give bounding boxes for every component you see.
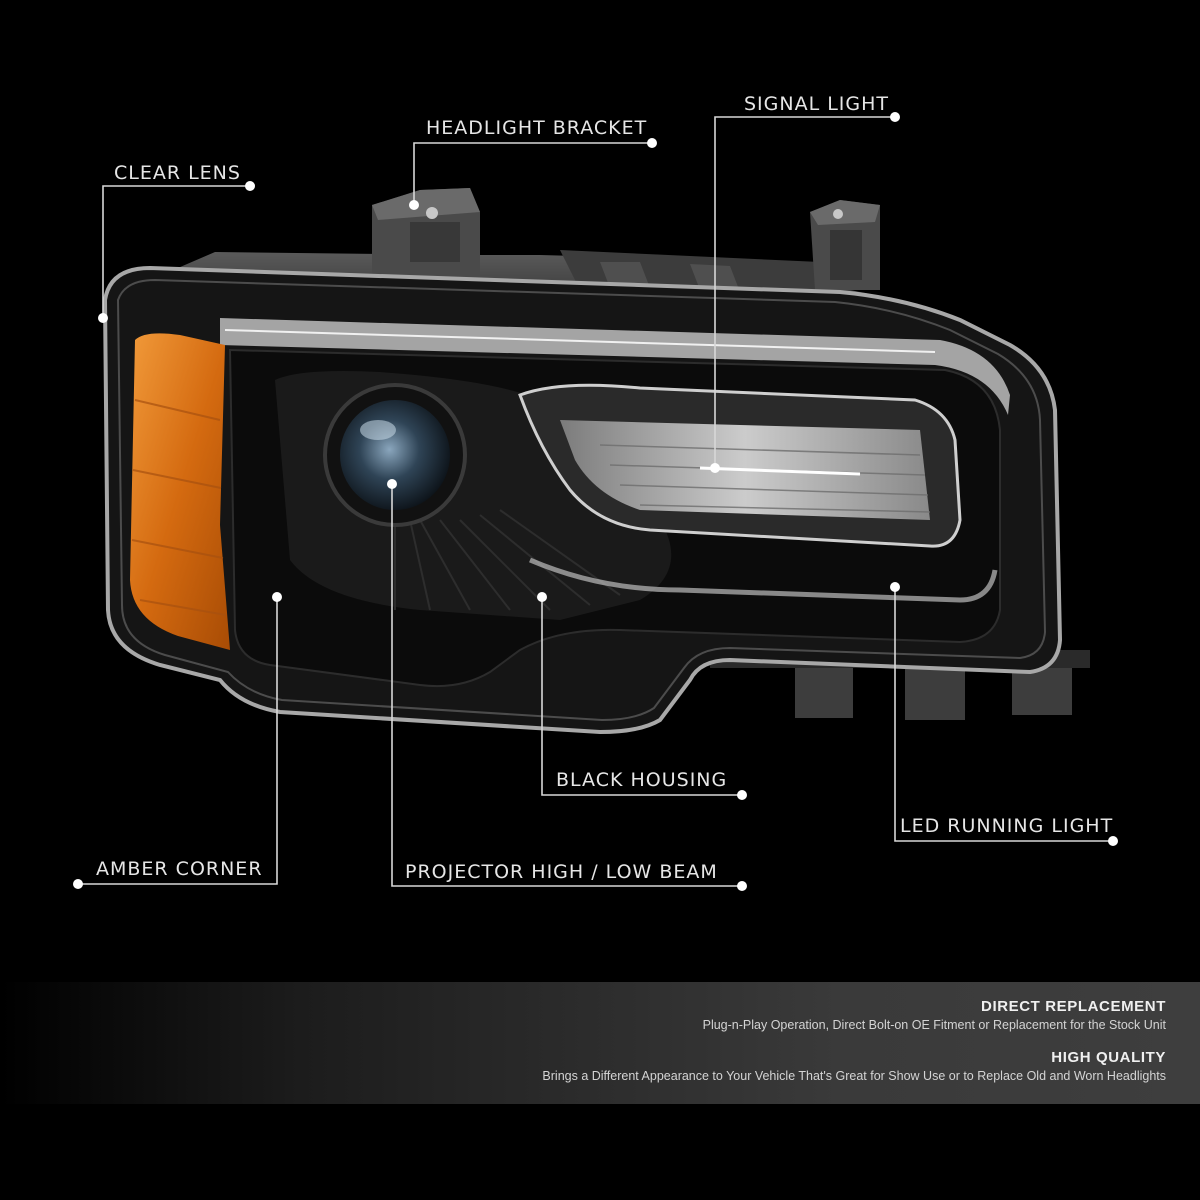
label-amber-corner: AMBER CORNER [96,858,263,880]
label-headlight-bracket: HEADLIGHT BRACKET [426,117,648,139]
feature-banner: DIRECT REPLACEMENT Plug-n-Play Operation… [0,982,1200,1104]
headlight-bracket-left [372,188,480,275]
amber-corner [130,333,230,650]
feature-title: DIRECT REPLACEMENT [981,998,1166,1015]
label-projector-beam: PROJECTOR HIGH / LOW BEAM [405,861,718,883]
led-running-light [529,557,998,603]
label-black-housing: BLACK HOUSING [556,769,728,791]
callout-lines [78,116,1113,887]
callout-dots [73,112,1118,891]
label-led-running-light: LED RUNNING LIGHT [900,815,1114,837]
feature-title: HIGH QUALITY [1051,1049,1166,1066]
label-clear-lens: CLEAR LENS [114,162,241,184]
feature-desc: Plug-n-Play Operation, Direct Bolt-on OE… [702,1018,1166,1032]
label-signal-light: SIGNAL LIGHT [744,93,890,115]
feature-desc: Brings a Different Appearance to Your Ve… [542,1069,1166,1083]
headlight-bracket-right [810,200,880,290]
